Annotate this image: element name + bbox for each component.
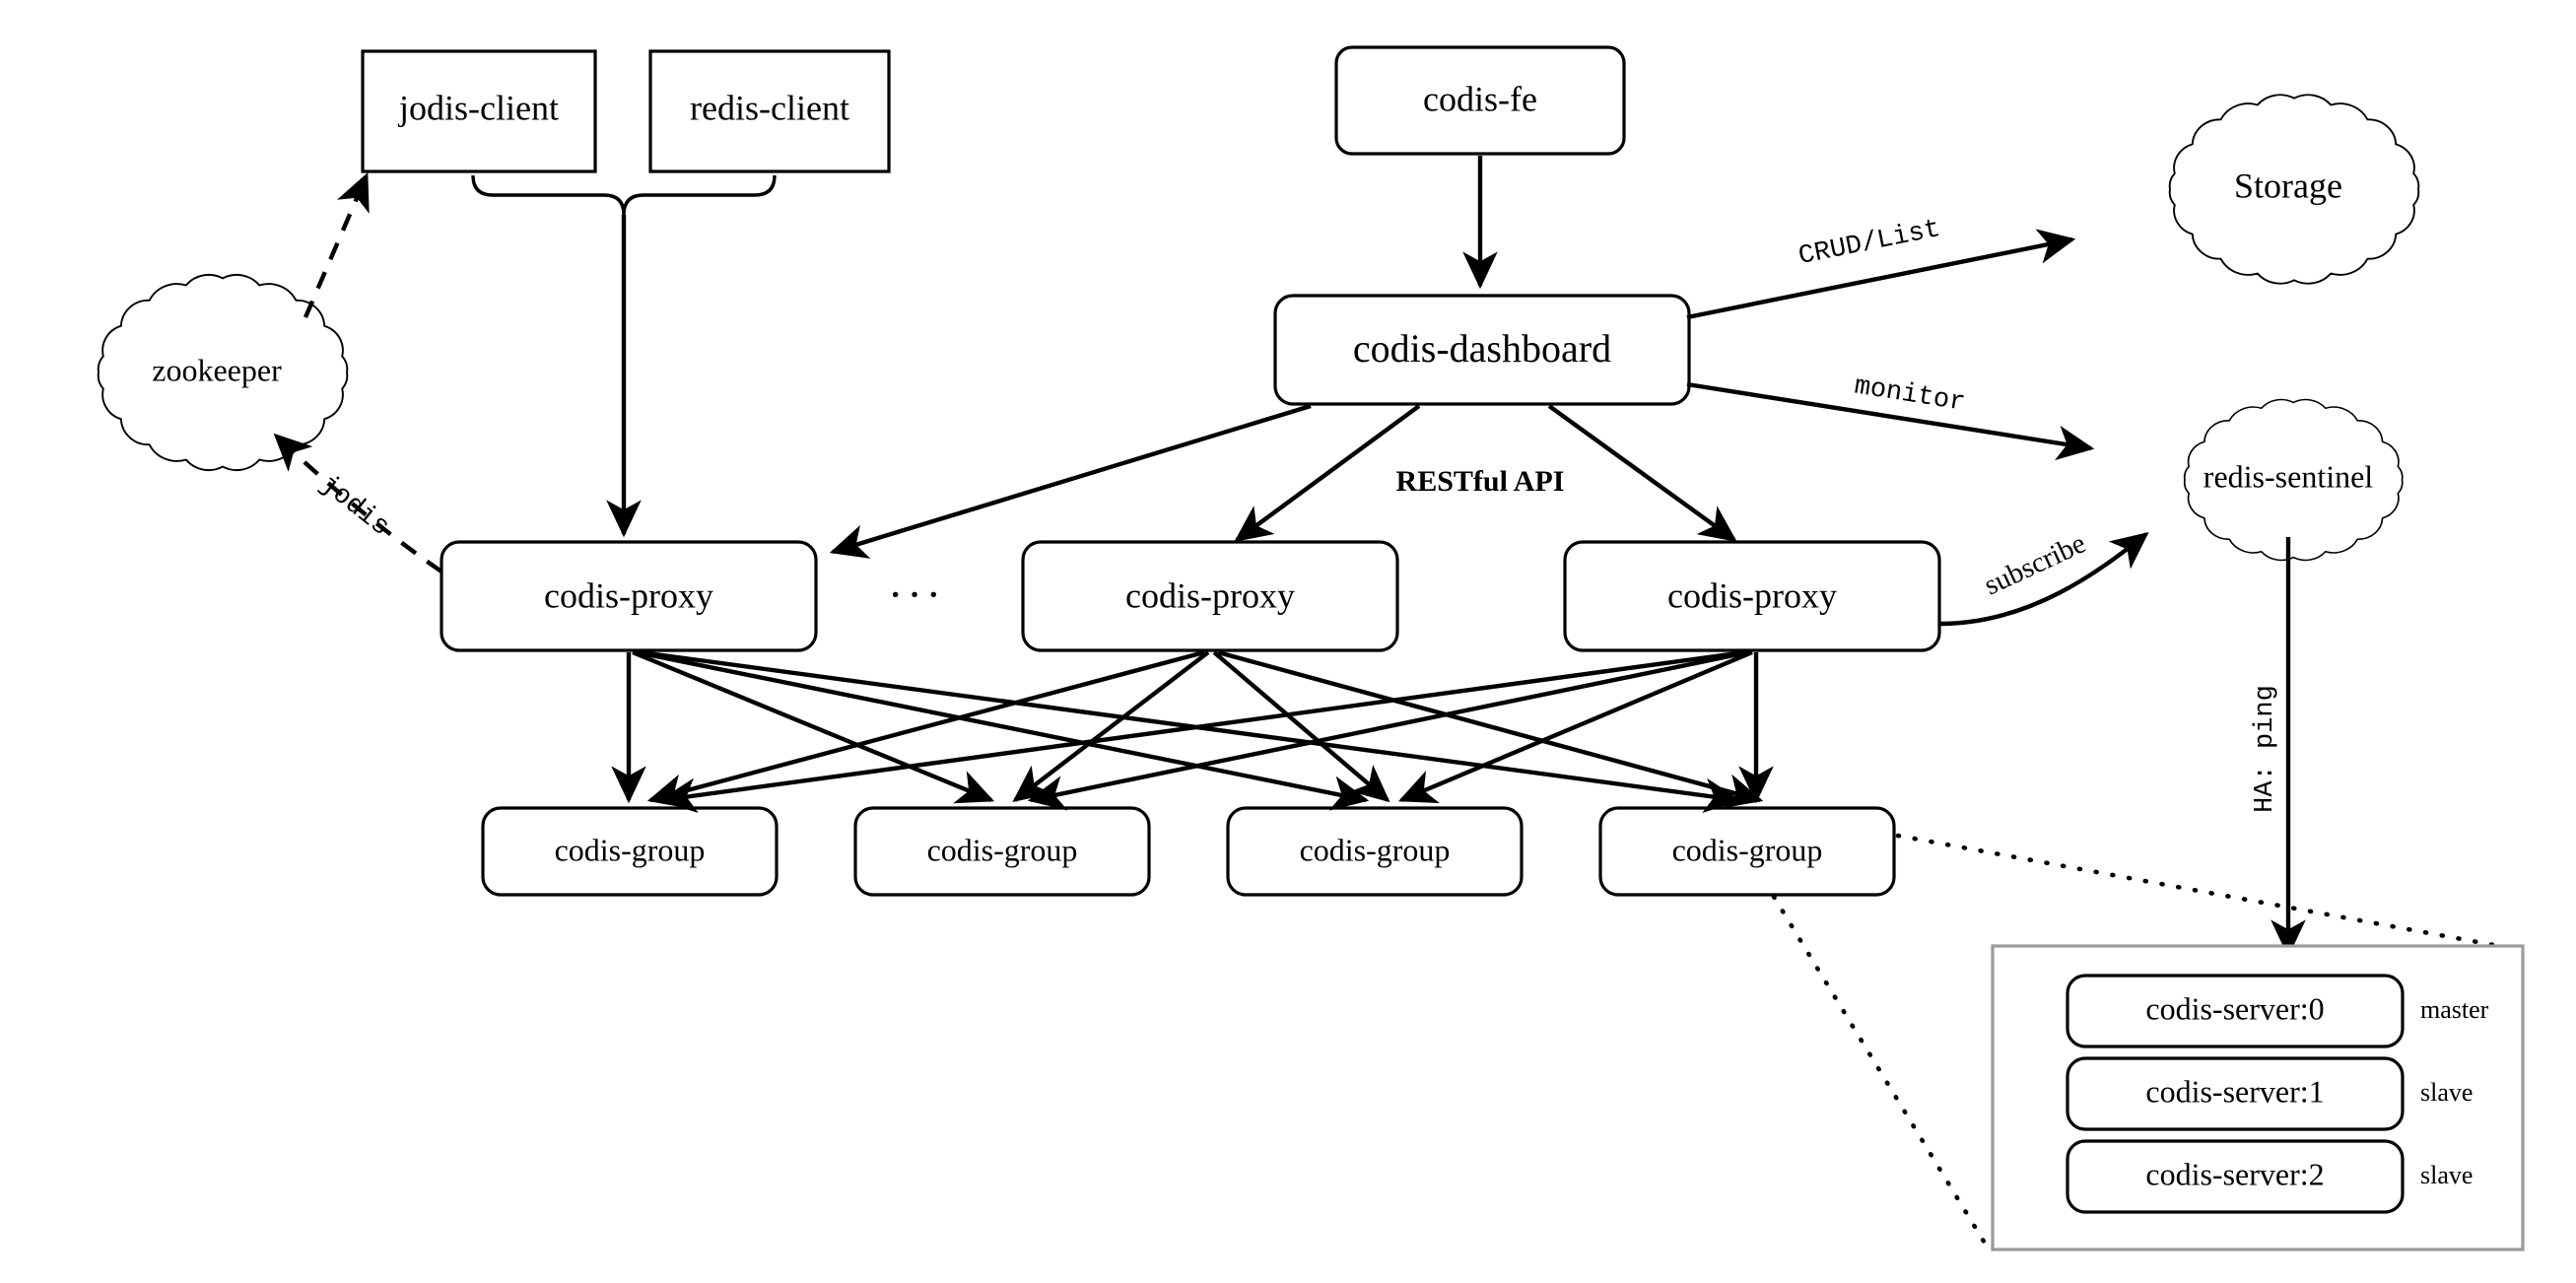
node-codis-proxy-3[interactable]: codis-proxy bbox=[1563, 540, 1941, 652]
node-codis-fe-label: codis-fe bbox=[1423, 79, 1537, 118]
role-label-server-0: master bbox=[2420, 995, 2489, 1024]
node-codis-group-4[interactable]: codis-group bbox=[1598, 806, 1896, 897]
node-codis-proxy-1-label: codis-proxy bbox=[544, 575, 713, 615]
edges-proxy2-to-groups bbox=[646, 649, 1764, 809]
edge-proxy-to-sentinel bbox=[1938, 531, 2149, 627]
node-codis-dashboard-label: codis-dashboard bbox=[1353, 326, 1611, 371]
node-codis-dashboard[interactable]: codis-dashboard bbox=[1273, 294, 1691, 406]
node-codis-server-1-label: codis-server:1 bbox=[2145, 1073, 2324, 1109]
node-codis-group-2[interactable]: codis-group bbox=[853, 806, 1151, 897]
edge-label-crud-list: CRUD/List bbox=[1796, 215, 1943, 272]
edge-label-jodis: jodis bbox=[313, 470, 394, 543]
role-label-server-1: slave bbox=[2420, 1078, 2473, 1107]
node-codis-proxy-2-label: codis-proxy bbox=[1125, 575, 1295, 615]
node-jodis-client[interactable]: jodis-client bbox=[361, 49, 597, 173]
node-storage-label: Storage bbox=[2234, 166, 2342, 205]
node-codis-proxy-1[interactable]: codis-proxy bbox=[440, 540, 818, 652]
callout-dotted-lines bbox=[1771, 833, 2502, 1252]
edge-label-ha-ping: HA: ping bbox=[2251, 685, 2280, 813]
edge-dashboard-to-proxy-2 bbox=[1234, 404, 1421, 542]
node-redis-client[interactable]: redis-client bbox=[648, 49, 891, 173]
edge-zookeeper-to-jodis-client bbox=[303, 171, 370, 318]
edge-dashboard-to-sentinel bbox=[1686, 381, 2095, 461]
edge-dashboard-to-proxy-3 bbox=[1547, 404, 1737, 542]
client-brace bbox=[471, 174, 777, 216]
node-codis-group-2-label: codis-group bbox=[927, 832, 1078, 867]
node-codis-server-2[interactable]: codis-server:2 bbox=[2066, 1139, 2405, 1214]
edges-proxy3-to-groups bbox=[658, 649, 1774, 813]
node-codis-proxy-2[interactable]: codis-proxy bbox=[1021, 540, 1399, 652]
edge-dashboard-to-storage bbox=[1686, 229, 2076, 320]
node-redis-client-label: redis-client bbox=[690, 88, 849, 127]
node-zookeeper-label: zookeeper bbox=[152, 352, 282, 387]
node-codis-group-3[interactable]: codis-group bbox=[1226, 806, 1524, 897]
edge-label-restful-api: RESTful API bbox=[1396, 465, 1565, 498]
node-codis-server-1[interactable]: codis-server:1 bbox=[2066, 1056, 2405, 1131]
node-codis-fe[interactable]: codis-fe bbox=[1334, 45, 1626, 156]
role-label-server-2: slave bbox=[2420, 1161, 2473, 1189]
node-codis-group-3-label: codis-group bbox=[1300, 832, 1451, 867]
edge-label-subscribe: subscribe bbox=[1980, 527, 2091, 601]
node-zookeeper[interactable]: zookeeper bbox=[97, 273, 349, 472]
edge-proxy-to-zookeeper bbox=[273, 433, 443, 574]
node-codis-group-4-label: codis-group bbox=[1672, 832, 1823, 867]
node-codis-group-1[interactable]: codis-group bbox=[481, 806, 779, 897]
edge-dashboard-to-proxy-1 bbox=[829, 403, 1312, 559]
node-jodis-client-label: jodis-client bbox=[397, 88, 559, 127]
node-codis-server-0[interactable]: codis-server:0 bbox=[2066, 974, 2405, 1048]
node-codis-proxy-3-label: codis-proxy bbox=[1667, 575, 1837, 615]
node-redis-sentinel-label: redis-sentinel bbox=[2203, 458, 2374, 494]
node-codis-server-2-label: codis-server:2 bbox=[2145, 1156, 2324, 1191]
node-redis-sentinel[interactable]: redis-sentinel bbox=[2183, 398, 2404, 562]
node-codis-server-0-label: codis-server:0 bbox=[2145, 990, 2324, 1026]
node-storage[interactable]: Storage bbox=[2168, 94, 2420, 285]
node-codis-group-1-label: codis-group bbox=[555, 832, 706, 867]
proxy-ellipsis: ··· bbox=[888, 570, 945, 620]
